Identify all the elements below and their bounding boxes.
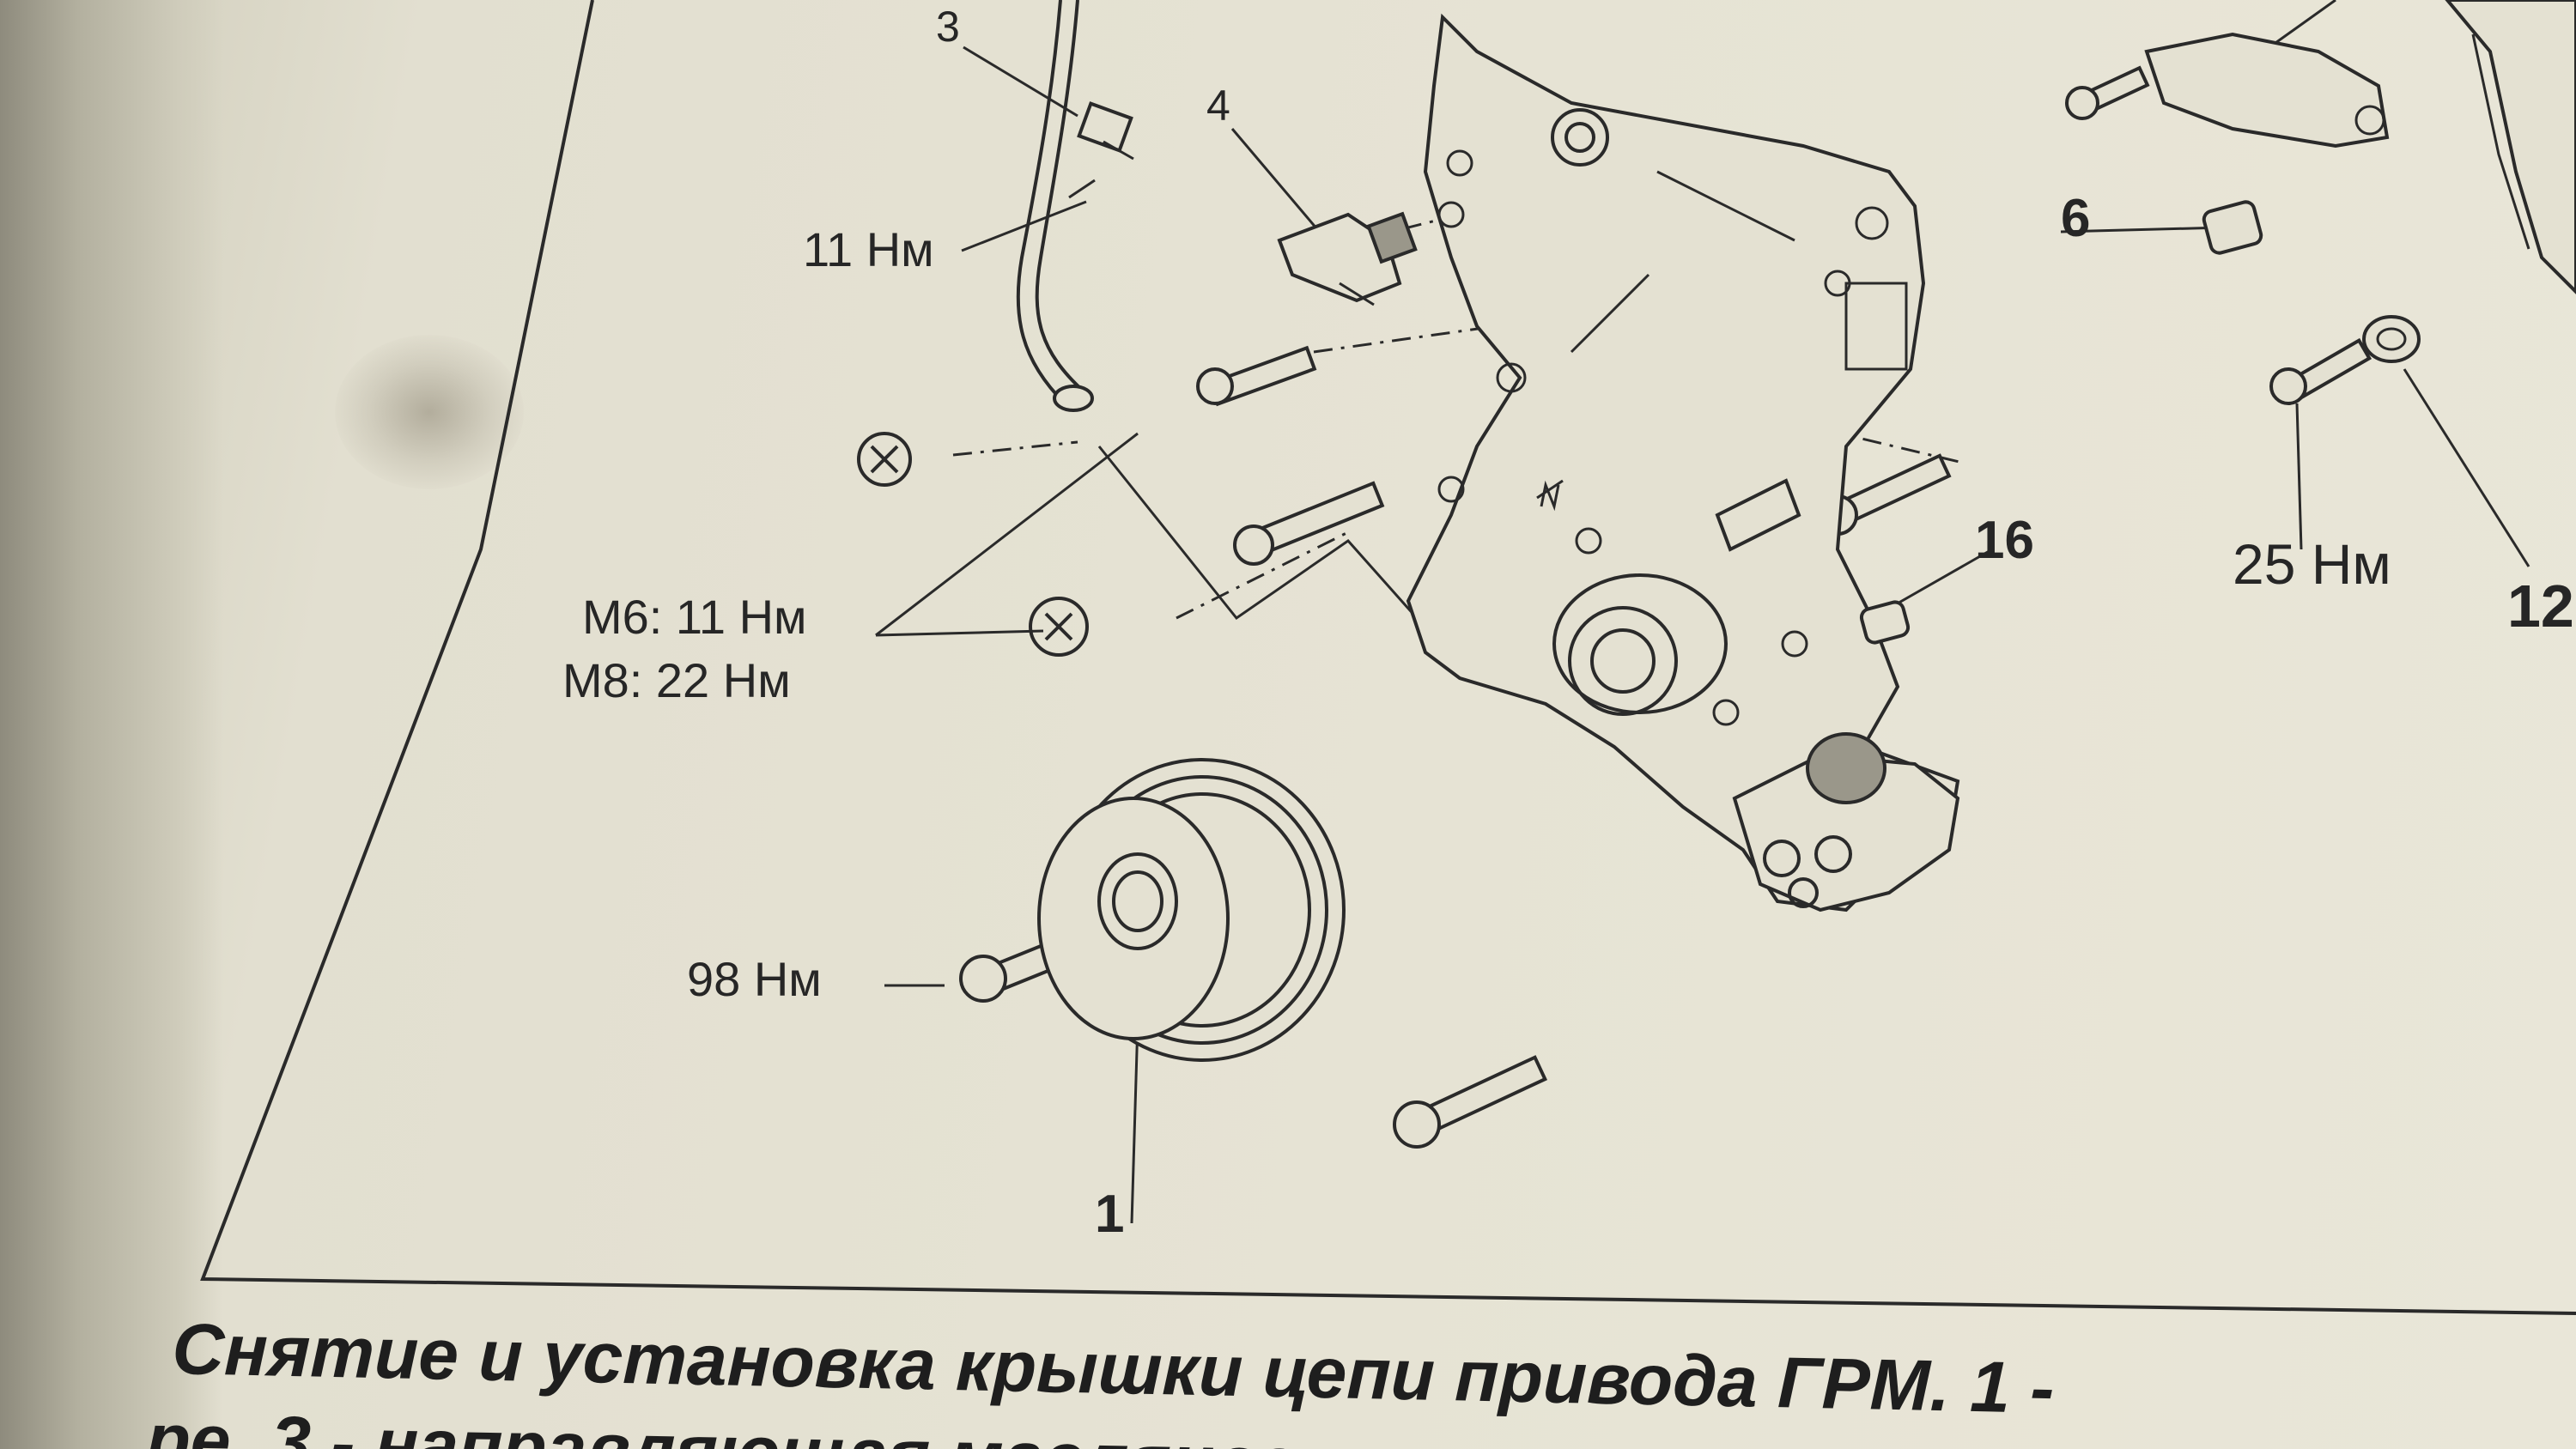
label-torque-98: 98 Нм — [687, 952, 822, 1006]
replace-part-marker-lower — [1029, 597, 1089, 657]
label-part-3: 3 — [936, 3, 960, 51]
page-smudge — [335, 335, 524, 489]
figure-frame — [200, 0, 2576, 1315]
spacer-part-6 — [2202, 200, 2263, 255]
label-part-1: 1 — [1095, 1185, 1124, 1244]
label-torque-m6: M6: 11 Нм — [582, 590, 807, 644]
leader-lines — [875, 45, 2530, 1224]
washer-part-12 — [2362, 315, 2421, 363]
label-torque-25: 25 Нм — [2233, 532, 2391, 596]
bolt-top-right — [2065, 65, 2150, 120]
bolt-lower-cover — [1393, 1055, 1548, 1149]
page-binding-edge — [0, 0, 223, 1449]
label-part-12: 12 — [2507, 573, 2574, 640]
label-torque-m8: M8: 22 Нм — [562, 653, 791, 707]
label-part-6: 6 — [2061, 189, 2090, 248]
label-part-16: 16 — [1975, 511, 2034, 570]
label-torque-11: 11 Нм — [803, 222, 934, 276]
crankshaft-pulley — [1037, 758, 1346, 1062]
bushing-part-16 — [1859, 600, 1911, 645]
dipstick-guide-tube — [1016, 0, 1134, 412]
bolt-mid-cover — [1233, 481, 1385, 566]
sensor-part-4 — [1277, 211, 1418, 306]
bolt-upper-cover — [1196, 345, 1317, 407]
replace-part-marker-upper — [857, 432, 912, 487]
bolt-tensioner — [2269, 337, 2372, 405]
oil-pump-housing — [1732, 732, 1960, 912]
label-part-4: 4 — [1206, 82, 1230, 130]
chain-guide-upper-right — [2144, 0, 2576, 294]
timing-chain-cover — [1406, 13, 1960, 912]
